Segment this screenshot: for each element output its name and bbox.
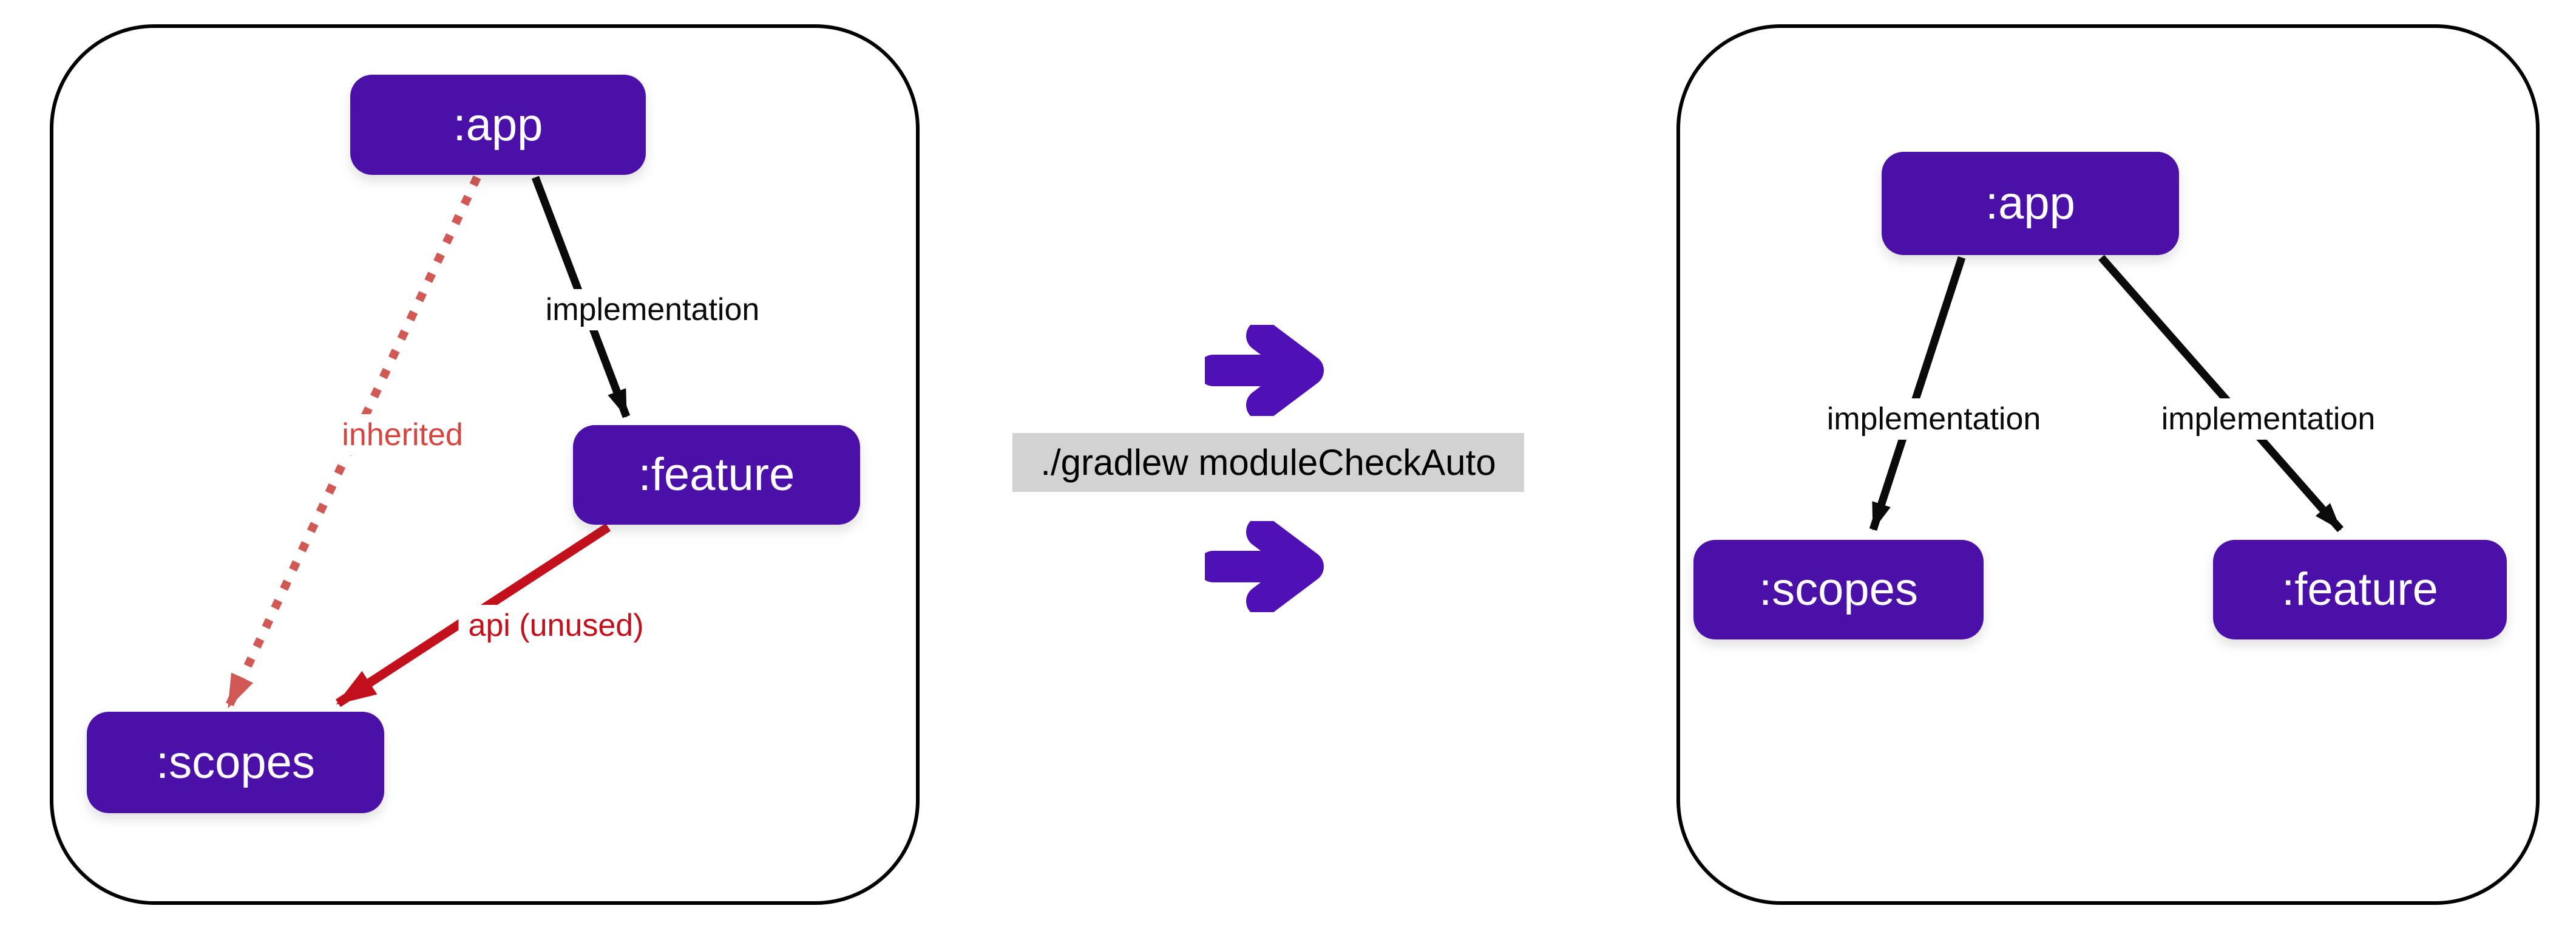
- arrow-right-icon: [1198, 320, 1326, 421]
- edge-label-api-unused: api (unused): [458, 605, 654, 646]
- node-scopes-before: :scopes: [87, 712, 384, 813]
- node-app-after: :app: [1882, 152, 2179, 255]
- node-scopes-after: :scopes: [1693, 540, 1984, 639]
- node-app-before: :app: [350, 75, 646, 175]
- edge-label-inherited: inherited: [332, 414, 473, 455]
- edge-label-implementation-after-scopes: implementation: [1817, 398, 2051, 440]
- arrow-right-icon: [1198, 516, 1326, 617]
- edge-label-implementation-after-feature: implementation: [2151, 398, 2385, 440]
- edge-label-implementation-before: implementation: [535, 289, 770, 330]
- edge-app-scopes-implementation: [1869, 256, 1966, 531]
- node-feature-after: :feature: [2213, 540, 2507, 639]
- edge-app-feature-implementation-after: [2098, 254, 2344, 533]
- node-feature-before: :feature: [573, 425, 860, 525]
- gradle-command-chip: ./gradlew moduleCheckAuto: [1012, 433, 1524, 492]
